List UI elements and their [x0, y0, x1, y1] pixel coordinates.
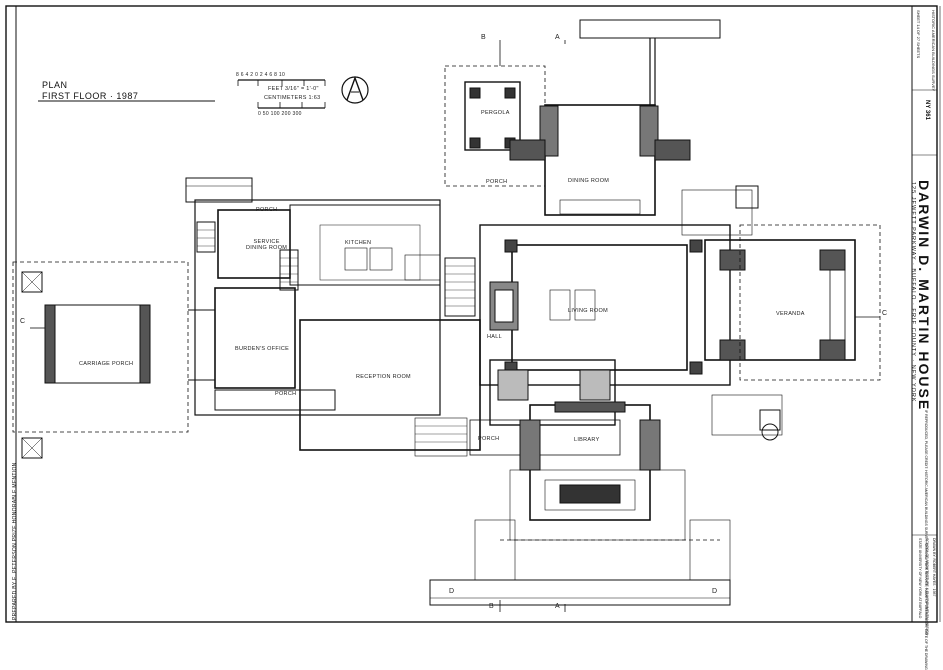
room-porch-bottom-mid: PORCH — [478, 436, 500, 442]
section-c-left: C — [20, 318, 26, 325]
drawn-by: DRAWN BY: ROBERT HAYES · 1987 — [932, 538, 936, 597]
room-veranda: VERANDA — [776, 311, 805, 317]
section-a-bottom: A — [555, 603, 560, 610]
house-address: 125 JEWETT PARKWAY · BUFFALO · ERIE COUN… — [910, 182, 916, 403]
room-hall: HALL — [487, 334, 502, 340]
plan-title: PLAN — [42, 80, 68, 90]
room-dining: DINING ROOM — [568, 178, 610, 184]
cm-scale-ticks: 0 50 100 200 300 — [258, 111, 302, 117]
room-reception: RECEPTION ROOM — [356, 374, 411, 380]
feet-scale-label: FEET 3/16" = 1'-0" — [268, 86, 319, 92]
room-service-dining: SERVICE DINING ROOM — [246, 239, 288, 251]
section-a-top: A — [555, 34, 560, 41]
sheet-number: SHEET 14 OF 27 SHEETS — [916, 10, 921, 59]
room-porch-left: PORCH — [256, 207, 278, 213]
room-pergola: PERGOLA — [481, 110, 510, 116]
room-library: LIBRARY — [574, 437, 600, 443]
section-b-bottom: B — [489, 603, 494, 610]
room-carriage-porch: CARRIAGE PORCH — [79, 361, 134, 367]
room-kitchen: KITCHEN — [345, 240, 372, 246]
section-d-right: D — [712, 588, 718, 595]
survey-number: NY 361 — [924, 100, 930, 120]
room-porch-top: PORCH — [486, 179, 508, 185]
university-name: STATE UNIVERSITY OF NEW YORK AT BUFFALO — [918, 538, 922, 619]
room-porch-bottom-left: PORCH — [275, 391, 297, 397]
room-living: LIVING ROOM — [568, 308, 608, 314]
floor-plan-sheet — [5, 5, 941, 623]
school-name: SCHOOL OF ARCHITECTURE & ENVIRONMENTAL D… — [925, 538, 929, 636]
feet-scale-ticks: 8 6 4 2 0 2 4 6 8 10 — [236, 72, 286, 78]
left-margin-credit: PREPARED BY E. PETERSON PRIZE HONORABLE … — [12, 462, 18, 620]
agency-name: HISTORIC AMERICAN BUILDINGS SURVEY — [931, 10, 936, 92]
room-burdens-office: BURDEN'S OFFICE — [235, 346, 290, 352]
cm-scale-label: CENTIMETERS 1:63 — [264, 95, 321, 101]
plan-subtitle: FIRST FLOOR · 1987 — [42, 91, 139, 101]
house-name: DARWIN D. MARTIN HOUSE — [916, 180, 932, 412]
section-c-right: C — [882, 310, 888, 317]
north-arrow — [341, 76, 369, 104]
sheet-border — [5, 5, 938, 623]
section-d-left: D — [449, 588, 455, 595]
section-b-top: B — [481, 34, 486, 41]
